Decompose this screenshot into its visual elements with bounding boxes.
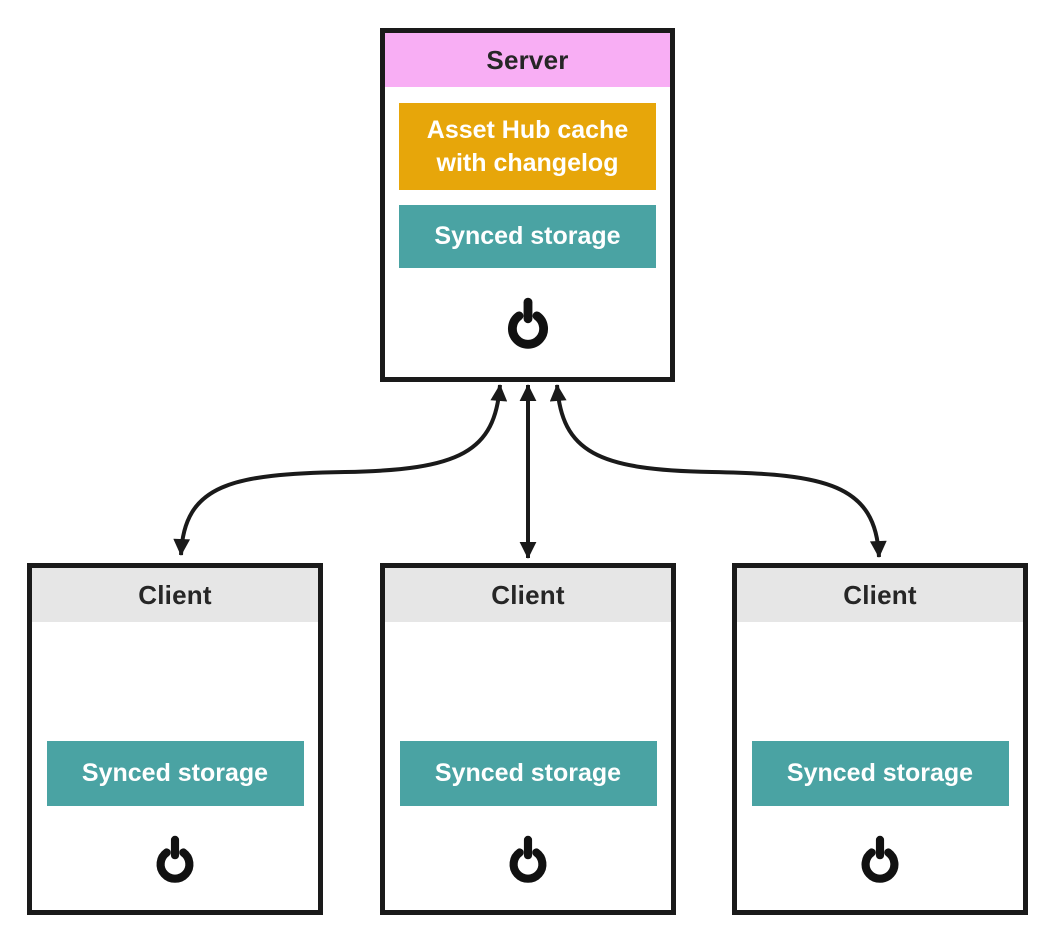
client-1-title: Client [32,568,318,622]
client-3-title: Client [737,568,1023,622]
client-1-synced-storage-box: Synced storage [46,741,304,806]
arrow-server-client-right [549,384,887,558]
server-synced-storage-box: Synced storage [399,205,656,268]
server-power-icon [502,296,554,352]
client-node-3: Client Synced storage [732,563,1028,915]
server-node: Server Asset Hub cache with changelog Sy… [380,28,675,382]
client-2-title: Client [385,568,671,622]
server-title: Server [385,33,670,87]
client-2-power-icon [504,834,552,886]
arrow-server-client-left [173,384,508,556]
client-3-synced-storage-box: Synced storage [751,741,1009,806]
asset-hub-cache-box: Asset Hub cache with changelog [399,103,656,190]
client-node-2: Client Synced storage [380,563,676,915]
client-node-1: Client Synced storage [27,563,323,915]
client-2-synced-storage-box: Synced storage [399,741,657,806]
client-1-power-icon [151,834,199,886]
client-3-power-icon [856,834,904,886]
